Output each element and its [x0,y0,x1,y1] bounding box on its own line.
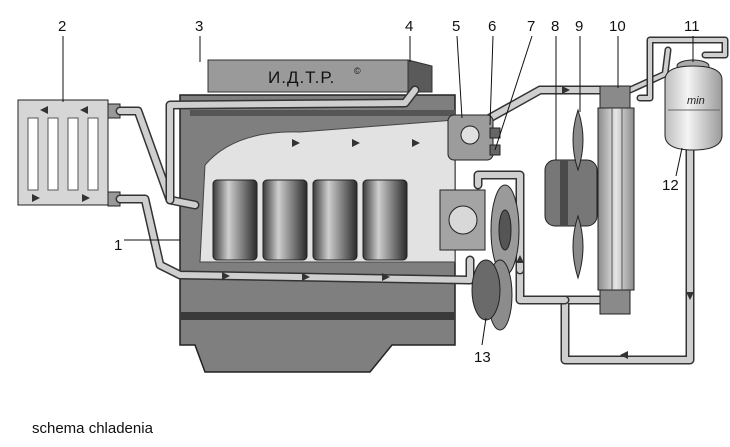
thermostat-housing [447,114,501,161]
callout-5: 5 [452,18,460,35]
water-pump [439,189,486,251]
callout-13: 13 [474,349,491,366]
callout-4: 4 [405,18,413,35]
tank-level-label: min [687,95,705,107]
callout-3: 3 [195,18,203,35]
callout-8: 8 [551,18,559,35]
radiator [597,85,635,315]
callout-9: 9 [575,18,583,35]
engine-label-mark: © [354,66,361,76]
callout-10: 10 [609,18,626,35]
engine-cover: И.Д.Т.Р. © [207,59,433,93]
callout-2: 2 [58,18,66,35]
callout-labels: 1 2 3 4 5 6 7 8 9 10 11 12 13 [58,18,700,366]
flow-arrows [32,86,694,359]
pulleys [471,184,520,331]
expansion-tank: min [664,59,723,151]
callout-1: 1 [114,237,122,254]
callout-7: 7 [527,18,535,35]
callout-12: 12 [662,177,679,194]
cylinders [212,179,408,261]
caption: schema chladenia [32,420,153,437]
engine-label: И.Д.Т.Р. [268,68,335,87]
callout-6: 6 [488,18,496,35]
coolant-pipes [115,36,729,365]
fan-hub [544,159,598,227]
leader-lines [62,35,694,346]
heater-core [17,99,121,207]
fan-blade [572,108,584,280]
callout-11: 11 [684,18,700,35]
